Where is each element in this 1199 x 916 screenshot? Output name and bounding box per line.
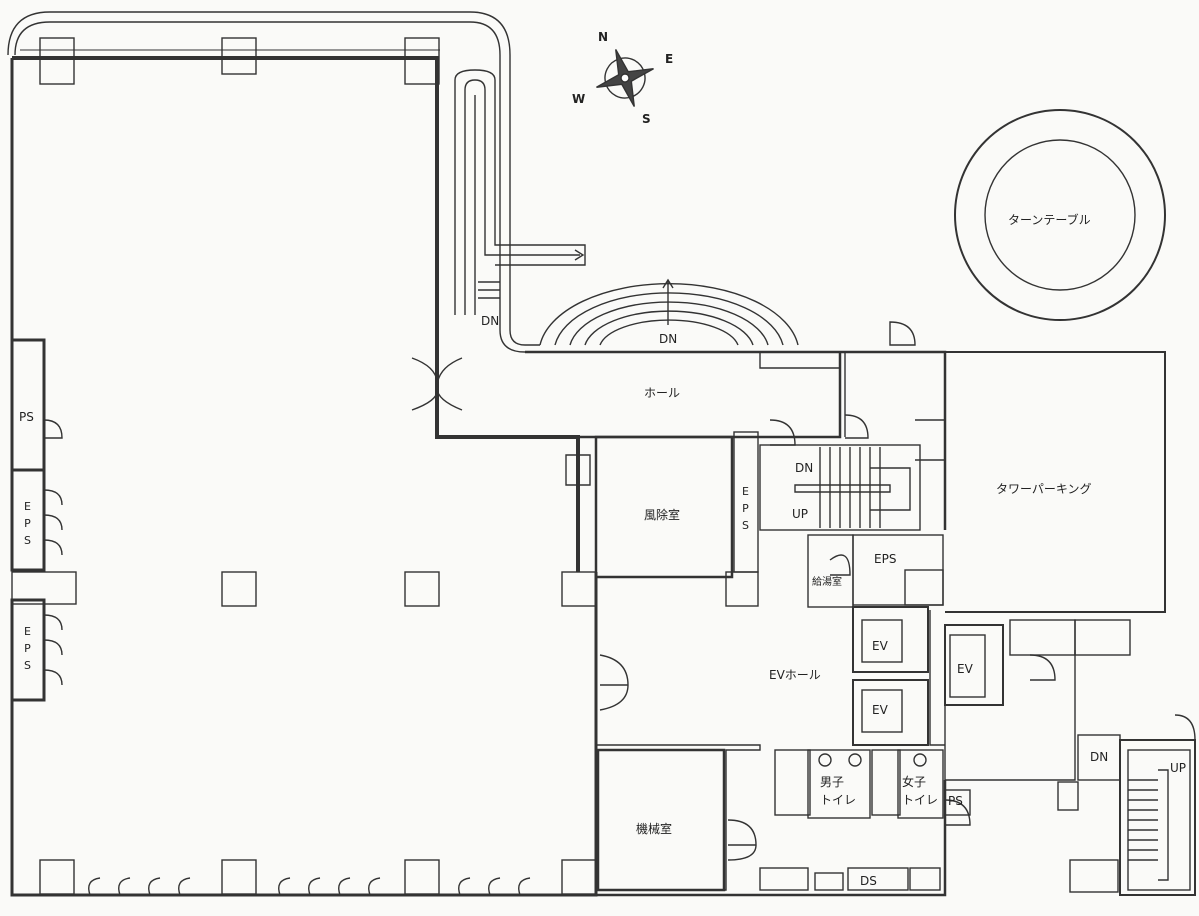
compass-s-label: S [642,112,651,126]
inner-top-band [14,21,526,353]
windbreak-room [594,435,734,579]
womens-toilet-label-2: トイレ [902,793,939,807]
hall-label: ホール [644,386,681,400]
womens-toilet-label-1: 女子 [902,775,927,789]
ev-2 [852,679,929,746]
eps-shaft-1 [10,468,46,572]
stair-up-right-label: UP [1170,761,1187,775]
ev-2-label: EV [872,703,888,717]
eps-right-label: EPS [874,552,897,566]
tower-parking [945,351,1166,613]
ps-right-label: PS [948,794,963,808]
ps-shaft [10,338,46,472]
machine-room-label: 機械室 [636,822,673,836]
tower-parking-label: タワーパーキング [996,482,1092,496]
stair-up-center-label: UP [792,507,809,521]
compass-w-label: W [572,92,586,106]
ev-hall-label: EVホール [769,668,821,682]
eps-shaft-2 [10,598,46,702]
eps-center-label: EPS [739,485,752,536]
windbreak-room-label: 風除室 [644,508,681,522]
stair-dn-center-label: DN [795,461,814,475]
ev-3 [944,624,1004,706]
eps-left-1-label: EPS [21,500,34,551]
stair-dn-arc-label: DN [659,332,678,346]
ev-1 [852,606,929,673]
hall-wall [525,350,947,530]
outer-top-band [7,11,540,346]
machine-room [596,748,726,892]
kitchenette-label: 給湯室 [812,577,842,588]
ev-3-label: EV [957,662,973,676]
ev-1-label: EV [872,639,888,653]
ds-label: DS [860,874,877,888]
turntable-inner [984,139,1136,291]
stair-dn-right-label: DN [1090,750,1109,764]
turntable-outer [954,109,1166,321]
ps-left-label: PS [19,410,34,424]
mens-toilet-label-2: トイレ [820,793,857,807]
compass-rose [596,49,654,107]
turntable-label: ターンテーブル [1008,213,1091,227]
mens-toilet-label-1: 男子 [820,775,845,789]
stair-dn-left-label: DN [481,314,500,328]
compass-e-label: E [665,52,674,66]
eps-left-2-label: EPS [21,625,34,676]
compass-n-label: N [598,30,609,44]
left-outer-wall [10,58,598,897]
